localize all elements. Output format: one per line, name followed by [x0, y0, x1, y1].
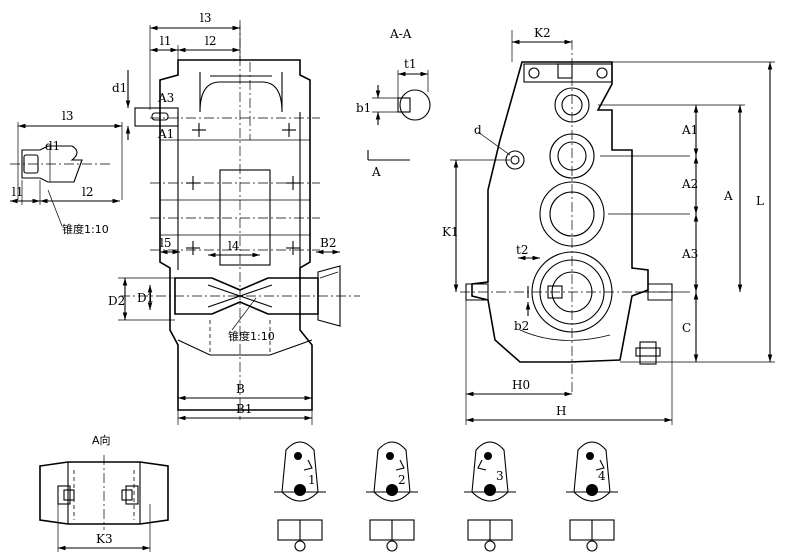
section-title: A-A	[389, 27, 412, 41]
dim-l1-left: l1	[12, 185, 23, 199]
dim-A3-front: A3	[157, 91, 174, 105]
section-a-a: A-A t1 b1 A	[356, 27, 431, 179]
view-a-outline	[39, 461, 169, 525]
variant-4: 4	[566, 441, 618, 552]
front-bolt-marks	[186, 123, 300, 255]
dim-B1: B1	[236, 402, 252, 416]
left-shaft-detail: l3 d1 l1 l2 锥度1:10	[10, 109, 123, 236]
dim-A2-side: A2	[681, 177, 698, 191]
dim-H0: H0	[512, 378, 530, 392]
front-top-lug	[199, 72, 283, 113]
dim-l1-top: l1	[160, 34, 171, 48]
dim-b2: b2	[514, 319, 529, 333]
dim-A1-front: A1	[157, 127, 174, 141]
variant-4-label: 4	[598, 469, 606, 483]
variant-3-label: 3	[496, 469, 504, 483]
dim-t1: t1	[404, 57, 416, 71]
taper-left-label: 锥度1:10	[62, 222, 109, 236]
front-view: l3 l1 l2 d1 A3 A1 l5 l4 B2 D2 D1 锥度1:10 …	[108, 11, 360, 425]
variant-1: 1	[274, 441, 326, 552]
dim-l5: l5	[160, 236, 171, 250]
variant-3: 3	[464, 441, 516, 552]
front-inner-cavity	[219, 169, 271, 266]
input-shaft	[134, 107, 179, 127]
dim-d-hole: d	[474, 123, 482, 137]
dim-K1: K1	[442, 225, 459, 239]
variant-2: 2	[366, 441, 418, 552]
dim-C: C	[682, 321, 691, 335]
dim-D2: D2	[108, 294, 125, 308]
side-view: d K2 K1 t2 b2 A1	[442, 26, 775, 425]
variant-2-label: 2	[398, 473, 406, 487]
dim-B2: B2	[320, 236, 336, 250]
input-shaft-key	[151, 112, 169, 121]
dim-t2: t2	[516, 243, 528, 257]
dim-A3-side: A3	[681, 247, 698, 261]
view-a: A向 K3	[39, 433, 169, 552]
view-arrow-A: A	[371, 165, 381, 179]
dim-l2-top: l2	[205, 34, 216, 48]
dim-H: H	[556, 404, 566, 418]
dim-d1-top: d1	[112, 81, 127, 95]
dim-L: L	[756, 194, 764, 208]
view-a-title: A向	[92, 433, 111, 447]
dim-B: B	[236, 382, 245, 396]
side-housing-outline	[471, 61, 649, 363]
dim-l3-top: l3	[200, 11, 211, 25]
section-shaft	[399, 89, 431, 121]
dim-b1: b1	[356, 101, 371, 115]
dim-K3: K3	[96, 532, 113, 546]
dim-A-side: A	[723, 189, 733, 203]
dim-l3-left: l3	[62, 109, 73, 123]
bore-1	[554, 87, 590, 123]
dim-A1-side: A1	[681, 123, 698, 137]
dim-l4: l4	[228, 239, 240, 253]
left-shaft-body	[21, 145, 83, 183]
output-shaft-cap	[317, 265, 341, 327]
variant-1-label: 1	[308, 473, 316, 487]
dim-K2: K2	[534, 26, 551, 40]
dim-d1-left: d1	[45, 139, 60, 153]
taper-center-label: 锥度1:10	[228, 329, 275, 343]
dim-l2-left: l2	[82, 185, 93, 199]
dim-D1: D1	[137, 291, 154, 305]
